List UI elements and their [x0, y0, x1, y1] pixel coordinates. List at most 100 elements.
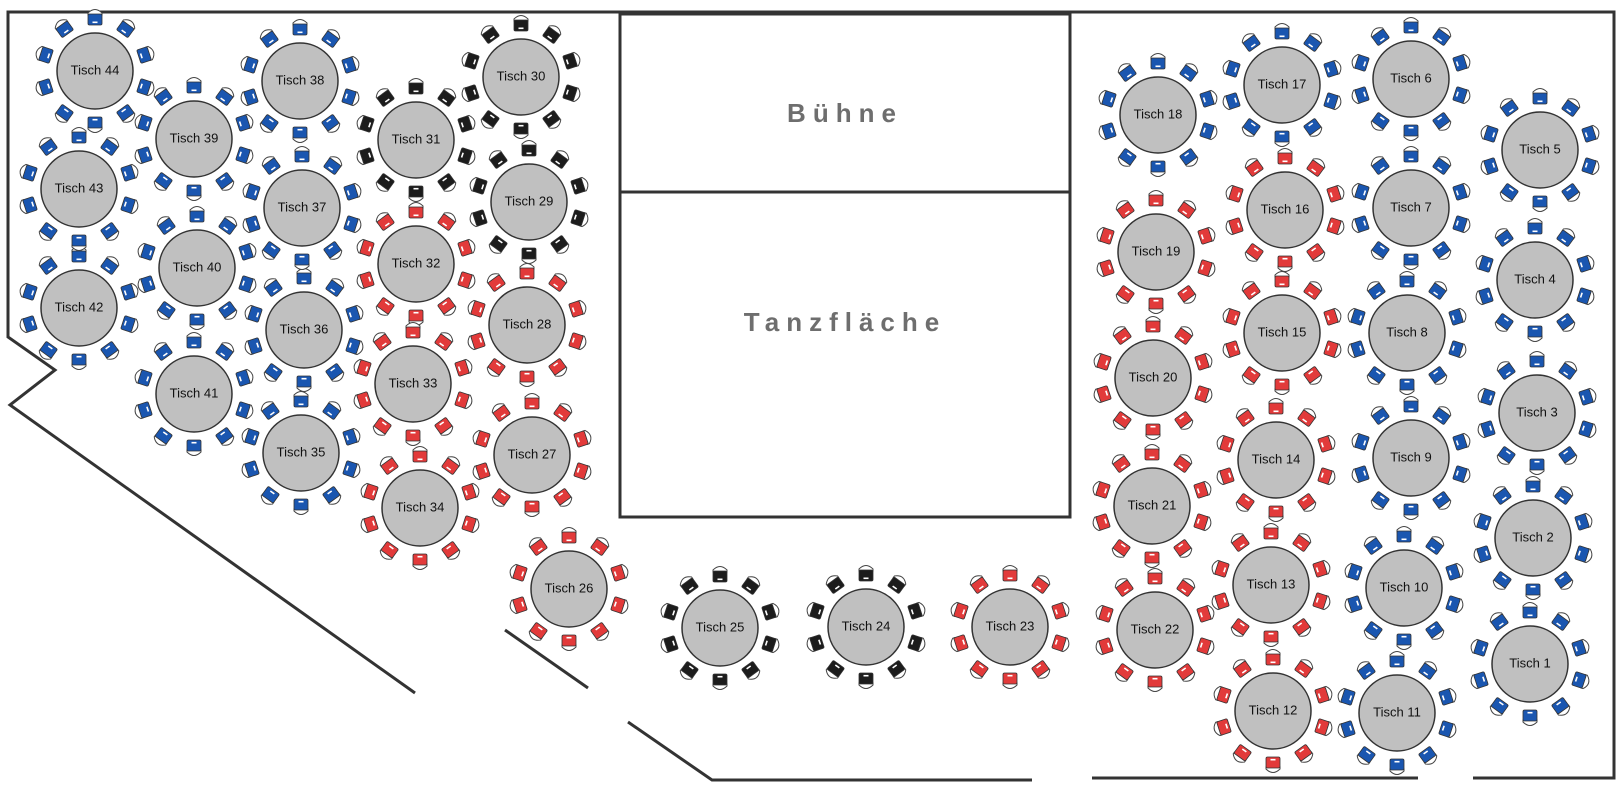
chair-20-4	[1194, 385, 1213, 404]
chair-12-7	[1232, 744, 1252, 763]
chair-22-4	[1196, 637, 1215, 656]
chair-38-1	[292, 19, 308, 36]
chair-10-8	[1344, 595, 1363, 614]
table-22[interactable]: Tisch 22	[1094, 568, 1215, 692]
chair-2-4	[1574, 545, 1593, 564]
table-13[interactable]: Tisch 13	[1210, 523, 1331, 647]
table-12[interactable]: Tisch 12	[1212, 649, 1333, 773]
chair-27-10	[491, 403, 511, 422]
chair-5-8	[1480, 157, 1499, 176]
chair-18-2	[1179, 63, 1199, 82]
table-27[interactable]: Tisch 27	[471, 393, 592, 517]
chair-39-3	[235, 113, 254, 132]
table-4[interactable]: Tisch 4	[1474, 218, 1595, 342]
chair-35-3	[342, 427, 361, 446]
chair-21-3	[1193, 480, 1212, 499]
table-top-26	[530, 550, 608, 628]
table-25[interactable]: Tisch 25	[659, 566, 780, 690]
chair-42-8	[19, 315, 38, 334]
table-label-7: Tisch 7	[1390, 199, 1431, 214]
table-label-9: Tisch 9	[1390, 449, 1431, 464]
chair-25-5	[741, 661, 761, 680]
chair-35-7	[260, 486, 280, 505]
table-label-1: Tisch 1	[1509, 655, 1550, 670]
chair-33-8	[353, 391, 372, 410]
chair-34-10	[379, 456, 399, 475]
chair-19-5	[1177, 285, 1197, 304]
chair-8-8	[1347, 340, 1366, 359]
chair-36-5	[325, 363, 345, 382]
chair-18-8	[1098, 122, 1117, 141]
table-31[interactable]: Tisch 31	[355, 78, 476, 202]
chair-32-1	[408, 202, 424, 219]
table-19[interactable]: Tisch 19	[1095, 190, 1216, 314]
table-21[interactable]: Tisch 21	[1091, 444, 1212, 568]
table-44[interactable]: Tisch 44	[34, 9, 155, 133]
chair-13-3	[1312, 559, 1331, 578]
table-39[interactable]: Tisch 39	[133, 77, 254, 201]
table-43[interactable]: Tisch 43	[18, 127, 139, 251]
table-label-29: Tisch 29	[505, 193, 554, 208]
table-26[interactable]: Tisch 26	[508, 527, 629, 651]
chair-18-10	[1117, 63, 1137, 82]
table-33[interactable]: Tisch 33	[352, 322, 473, 446]
chair-35-5	[322, 486, 342, 505]
table-36[interactable]: Tisch 36	[243, 268, 364, 392]
table-11[interactable]: Tisch 11	[1336, 651, 1457, 775]
chair-3-5	[1558, 446, 1578, 465]
table-1[interactable]: Tisch 1	[1469, 602, 1590, 726]
table-38[interactable]: Tisch 38	[239, 19, 360, 143]
chair-43-3	[120, 163, 139, 182]
table-40[interactable]: Tisch 40	[136, 206, 257, 330]
chair-22-5	[1176, 663, 1196, 682]
table-15[interactable]: Tisch 15	[1221, 271, 1342, 395]
table-28[interactable]: Tisch 28	[466, 263, 587, 387]
table-32[interactable]: Tisch 32	[355, 202, 476, 326]
chair-28-3	[568, 299, 587, 318]
table-20[interactable]: Tisch 20	[1092, 316, 1213, 440]
chair-31-7	[375, 173, 395, 192]
table-10[interactable]: Tisch 10	[1343, 526, 1464, 650]
chair-42-7	[38, 341, 58, 360]
chair-41-3	[235, 368, 254, 387]
table-7[interactable]: Tisch 7	[1350, 146, 1471, 270]
table-6[interactable]: Tisch 6	[1350, 17, 1471, 141]
table-18[interactable]: Tisch 18	[1097, 53, 1218, 177]
chair-29-6	[521, 247, 537, 264]
table-top-43	[40, 150, 118, 228]
table-35[interactable]: Tisch 35	[240, 391, 361, 515]
table-17[interactable]: Tisch 17	[1221, 23, 1342, 147]
chair-24-8	[806, 634, 825, 653]
table-30[interactable]: Tisch 30	[460, 15, 581, 139]
chair-25-9	[660, 602, 679, 621]
table-23[interactable]: Tisch 23	[949, 565, 1070, 689]
table-5[interactable]: Tisch 5	[1479, 88, 1600, 212]
table-41[interactable]: Tisch 41	[133, 332, 254, 456]
table-42[interactable]: Tisch 42	[18, 246, 139, 370]
table-29[interactable]: Tisch 29	[468, 140, 589, 264]
chair-25-3	[761, 602, 780, 621]
table-8[interactable]: Tisch 8	[1346, 271, 1467, 395]
chair-27-4	[573, 462, 592, 481]
chair-43-6	[71, 234, 87, 251]
chair-42-4	[120, 315, 139, 334]
table-37[interactable]: Tisch 37	[241, 146, 362, 270]
table-24[interactable]: Tisch 24	[805, 565, 926, 689]
chair-43-1	[71, 127, 87, 144]
chair-8-1	[1399, 271, 1415, 288]
table-label-34: Tisch 34	[396, 499, 445, 514]
chair-14-10	[1235, 408, 1255, 427]
table-14[interactable]: Tisch 14	[1215, 398, 1336, 522]
chair-6-7	[1370, 112, 1390, 131]
table-2[interactable]: Tisch 2	[1472, 476, 1593, 600]
table-label-33: Tisch 33	[389, 375, 438, 390]
chair-12-9	[1213, 685, 1232, 704]
chair-29-10	[488, 150, 508, 169]
table-9[interactable]: Tisch 9	[1350, 396, 1471, 520]
chair-8-5	[1428, 366, 1448, 385]
table-3[interactable]: Tisch 3	[1476, 351, 1597, 475]
chair-23-10	[969, 575, 989, 594]
table-34[interactable]: Tisch 34	[359, 446, 480, 570]
table-16[interactable]: Tisch 16	[1224, 148, 1345, 272]
